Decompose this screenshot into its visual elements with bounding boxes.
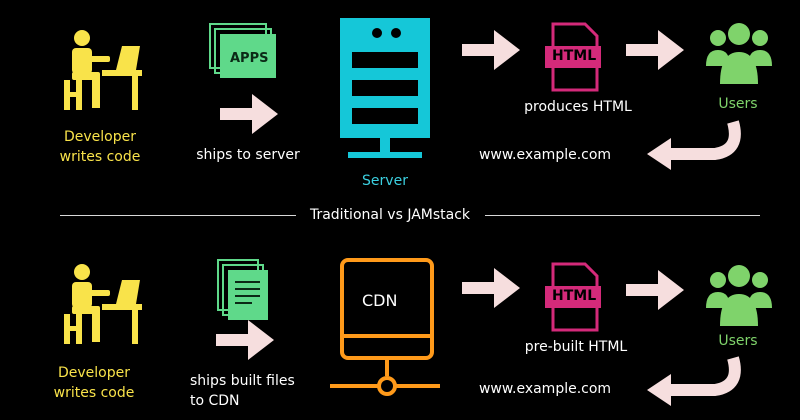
url-label: www.example.com xyxy=(478,381,612,397)
apps-stack-icon xyxy=(209,23,276,78)
ship-to-server-label: ships to server xyxy=(196,147,300,163)
users-label: Users xyxy=(718,96,758,112)
dev-label-line1: Developer xyxy=(57,365,131,381)
cdn-icon xyxy=(330,258,440,396)
arrow-right-icon xyxy=(626,270,684,310)
arrow-right-icon xyxy=(626,30,684,70)
cdn-label: CDN xyxy=(362,291,398,310)
arrow-right-icon xyxy=(462,30,520,70)
divider-line-right xyxy=(485,215,760,216)
prebuilt-html-label: pre-built HTML xyxy=(524,339,628,355)
server-icon xyxy=(340,18,430,158)
arrow-right-icon xyxy=(216,320,274,360)
developer-icon xyxy=(64,264,142,344)
ship-built-label-line1: ships built files xyxy=(190,373,295,389)
html-file-icon xyxy=(545,262,601,332)
arrow-right-icon xyxy=(462,268,520,308)
users-icon xyxy=(706,23,772,84)
developer-icon xyxy=(64,30,142,110)
html-label: HTML xyxy=(552,48,597,64)
ship-built-label-line2: to CDN xyxy=(190,393,240,409)
dev-label-line1: Developer xyxy=(63,129,137,145)
arrow-right-icon xyxy=(220,94,278,134)
divider-line-left xyxy=(60,215,296,216)
html-file-icon xyxy=(545,22,601,92)
divider-label: Traditional vs JAMstack xyxy=(309,207,471,223)
url-label: www.example.com xyxy=(478,147,612,163)
produces-html-label: produces HTML xyxy=(524,99,632,115)
html-label: HTML xyxy=(552,288,597,304)
users-label: Users xyxy=(718,333,758,349)
users-icon xyxy=(706,265,772,326)
server-label: Server xyxy=(362,173,408,189)
return-arrow-icon xyxy=(647,356,741,406)
apps-label: APPS xyxy=(230,51,269,66)
dev-label-line2: writes code xyxy=(59,149,141,165)
document-stack-icon xyxy=(217,259,268,320)
dev-label-line2: writes code xyxy=(53,385,135,401)
return-arrow-icon xyxy=(647,120,741,170)
